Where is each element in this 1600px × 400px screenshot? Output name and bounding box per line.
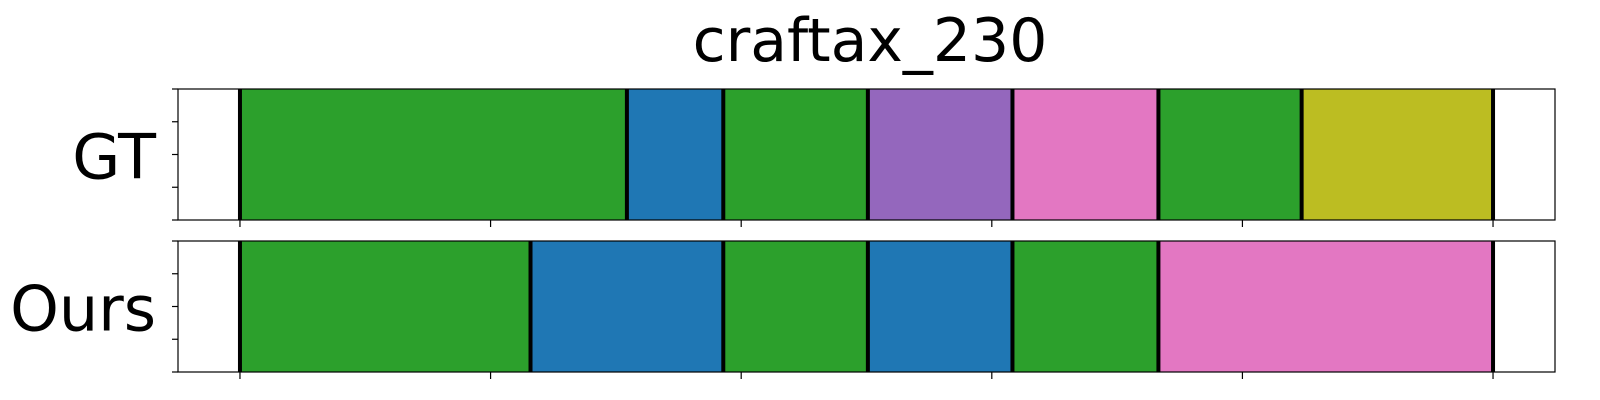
segment-gt-4 — [1012, 89, 1159, 220]
segment-gt-6 — [1301, 89, 1494, 220]
segment-ours-3 — [867, 241, 1013, 372]
segment-ours-1 — [530, 241, 724, 372]
segment-gt-3 — [867, 89, 1013, 220]
segment-ours-5 — [1158, 241, 1494, 372]
segment-gt-0 — [239, 89, 627, 220]
segment-ours-0 — [239, 241, 531, 372]
chart-title: craftax_230 — [692, 6, 1048, 76]
segment-gt-2 — [723, 89, 868, 220]
segment-ours-2 — [723, 241, 868, 372]
row-label-ours: Ours — [10, 273, 156, 346]
segment-ours-4 — [1012, 241, 1159, 372]
row-label-gt: GT — [72, 121, 157, 194]
segment-gt-5 — [1158, 89, 1302, 220]
segment-gt-1 — [626, 89, 724, 220]
